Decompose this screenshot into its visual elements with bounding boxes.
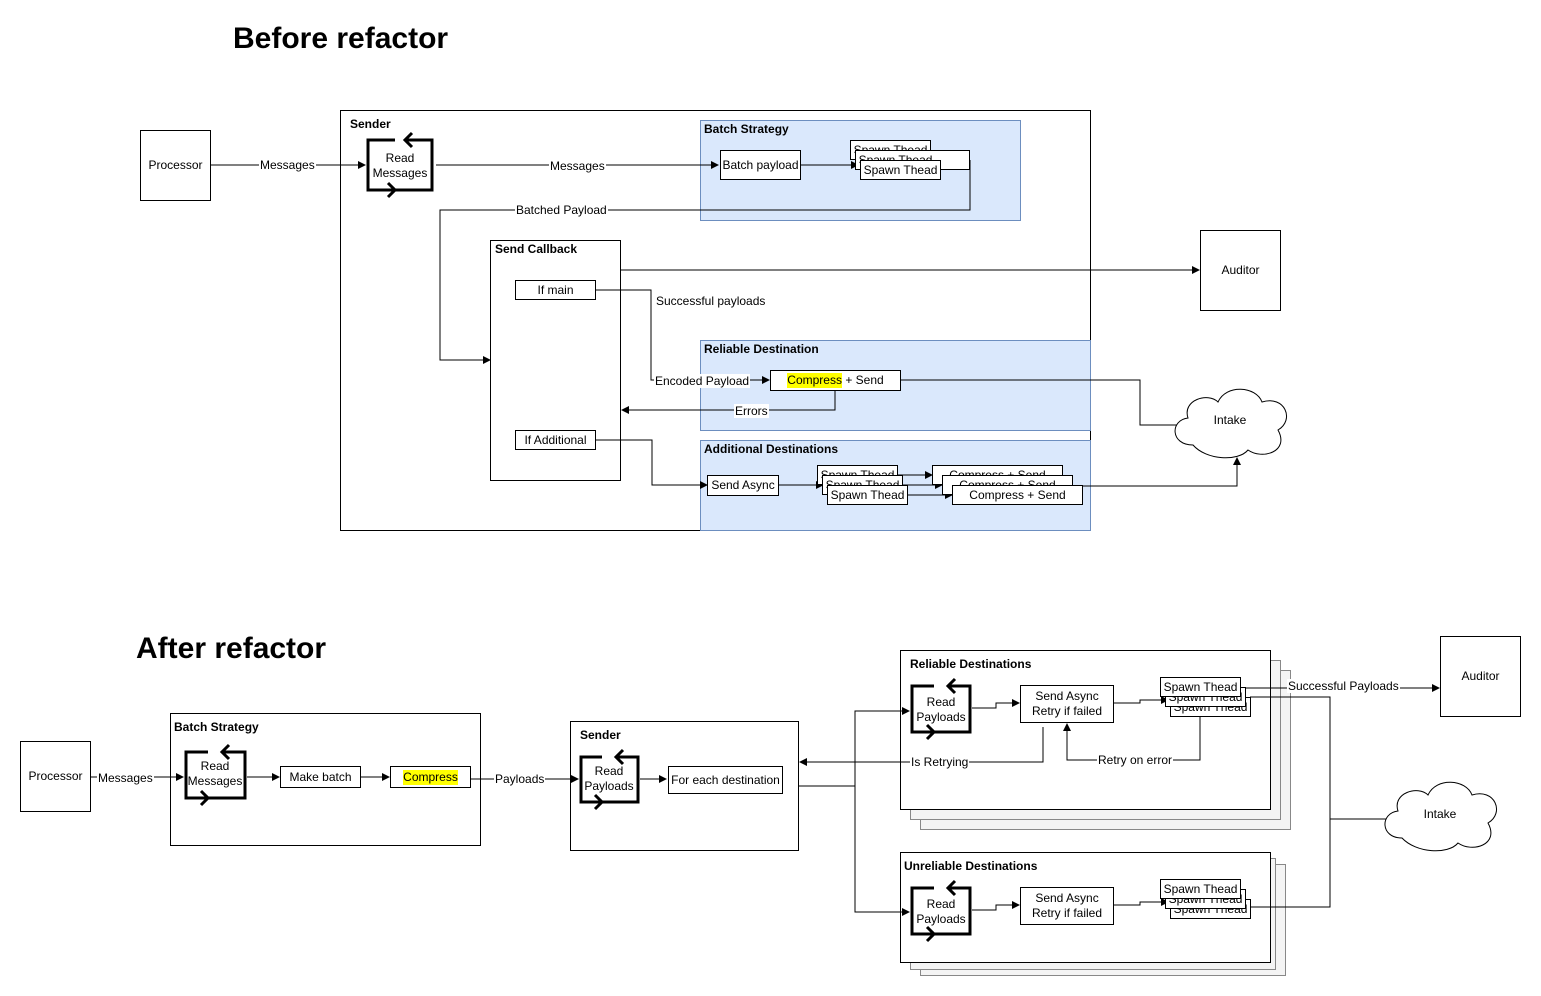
reliable-read-payloads-label: Read Payloads <box>916 695 966 724</box>
after-intake-label: Intake <box>1423 806 1457 821</box>
after-auditor-node[interactable]: Auditor <box>1440 636 1521 717</box>
after-read-messages-loop-icon <box>184 743 247 807</box>
after-compress-highlight: Compress <box>403 769 458 785</box>
after-batch-strategy-title: Batch Strategy <box>174 720 259 734</box>
before-successful-payloads-edge-label: Successful payloads <box>655 294 767 308</box>
before-auditor-node[interactable]: Auditor <box>1200 230 1281 311</box>
reliable-send-async-retry-node[interactable]: Send Async Retry if failed <box>1020 685 1114 723</box>
before-read-messages-label: Read Messages <box>372 151 428 180</box>
before-batch-strategy-title: Batch Strategy <box>704 122 789 136</box>
reliable-read-payloads-loop-icon <box>910 677 972 741</box>
after-sender-group <box>570 721 799 851</box>
after-compress-node[interactable]: Compress <box>390 766 471 788</box>
after-processor-node[interactable]: Processor <box>20 741 91 812</box>
after-payloads-edge-label: Payloads <box>494 772 546 786</box>
unreliable-send-async-retry-node[interactable]: Send Async Retry if failed <box>1020 887 1114 925</box>
before-processor-node[interactable]: Processor <box>140 130 211 201</box>
after-reliable-destinations-title: Reliable Destinations <box>910 657 1032 671</box>
before-send-async-node[interactable]: Send Async <box>707 475 779 496</box>
before-encoded-payload-edge-label: Encoded Payload <box>654 374 751 388</box>
after-intake-cloud <box>1384 781 1498 852</box>
before-intake-cloud <box>1174 388 1288 459</box>
after-reliable-destinations-group <box>900 650 1271 810</box>
before-send-callback-title: Send Callback <box>495 242 578 256</box>
after-sender-read-payloads-label: Read Payloads <box>584 764 634 793</box>
before-if-main-node[interactable]: If main <box>515 280 596 300</box>
before-title: Before refactor <box>233 22 449 55</box>
after-successful-payloads-edge-label: Successful Payloads <box>1287 679 1400 693</box>
before-batch-payload-node[interactable]: Batch payload <box>720 150 801 180</box>
reliable-spawn-thead-1[interactable]: Spawn Thead <box>1160 677 1241 697</box>
before-add-spawn-thead-3[interactable]: Spawn Thead <box>827 485 908 505</box>
before-batched-payload-edge-label: Batched Payload <box>515 203 608 217</box>
after-for-each-destination-node[interactable]: For each destination <box>668 766 783 794</box>
before-errors-edge-label: Errors <box>734 404 769 418</box>
after-read-messages-label: Read Messages <box>187 759 243 788</box>
after-is-retrying-edge-label: Is Retrying <box>910 755 970 769</box>
after-messages-edge-label: Messages <box>97 771 154 785</box>
before-reliable-destination-title: Reliable Destination <box>704 342 819 356</box>
before-spawn-thead-node-3[interactable]: Spawn Thead <box>860 160 941 180</box>
after-make-batch-node[interactable]: Make batch <box>280 766 361 788</box>
before-if-additional-node[interactable]: If Additional <box>515 430 596 450</box>
after-unreliable-destinations-title: Unreliable Destinations <box>904 859 1038 873</box>
before-additional-destinations-title: Additional Destinations <box>704 442 839 456</box>
unreliable-read-payloads-label: Read Payloads <box>916 897 966 926</box>
before-compress-send-node[interactable]: Compress + Send <box>770 370 901 391</box>
after-retry-on-error-edge-label: Retry on error <box>1097 753 1174 767</box>
before-read-messages-loop-icon <box>366 131 434 199</box>
before-intake-label: Intake <box>1213 412 1247 427</box>
before-compress-send-suffix: + Send <box>841 373 884 387</box>
unreliable-spawn-thead-1[interactable]: Spawn Thead <box>1160 879 1241 899</box>
before-sender-title: Sender <box>350 117 391 131</box>
unreliable-read-payloads-loop-icon <box>910 879 972 943</box>
before-compress-highlight: Compress <box>787 373 842 388</box>
after-title: After refactor <box>136 632 327 665</box>
after-sender-title: Sender <box>580 728 621 742</box>
before-messages-edge-label-2: Messages <box>549 159 606 173</box>
after-sender-read-payloads-loop-icon <box>579 748 640 811</box>
before-messages-edge-label-1: Messages <box>259 158 316 172</box>
before-add-compress-send-3[interactable]: Compress + Send <box>952 485 1083 505</box>
